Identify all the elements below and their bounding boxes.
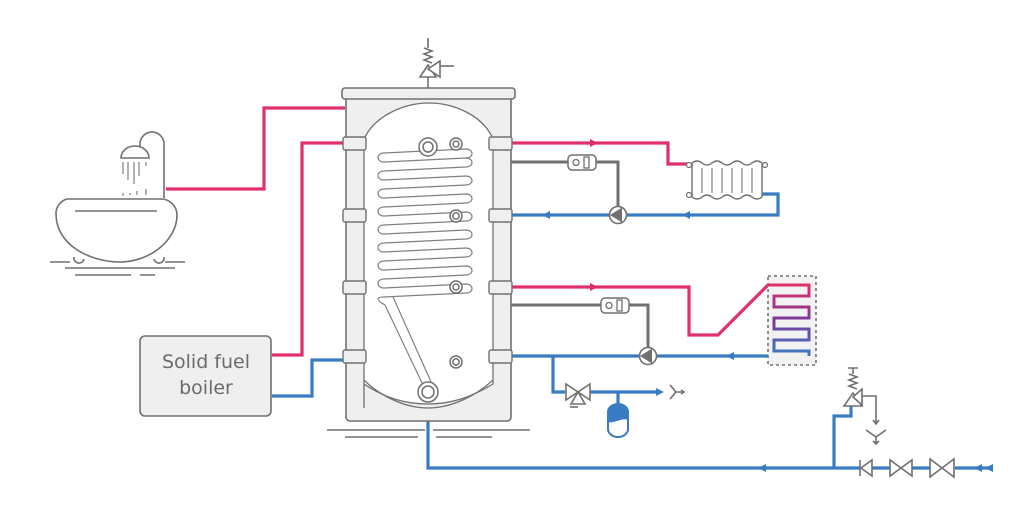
cold-pipe-boiler <box>272 358 345 398</box>
arrow-left-icon <box>985 464 993 472</box>
arrow-left-icon <box>974 464 982 472</box>
floor-thermostat-icon <box>600 297 630 314</box>
hot-pipe-boiler <box>272 141 345 357</box>
radiator-pump-icon <box>608 205 628 225</box>
cold-pipe-expansion-branch <box>551 356 660 394</box>
floor-pump-icon <box>638 346 658 366</box>
arrow-left-icon <box>542 211 550 219</box>
shutoff-valve-1-icon <box>889 458 913 478</box>
cold-pipe-supply <box>426 412 990 470</box>
floor-heating-icon <box>767 275 817 366</box>
three-way-valve-icon <box>565 382 591 408</box>
bathtub-icon <box>50 131 185 276</box>
expansion-vessel-icon <box>607 403 629 438</box>
flow-arrows <box>542 139 993 472</box>
arrow-right-icon <box>656 388 664 396</box>
cold-pipe-radiator <box>512 192 780 217</box>
radiator-thermostat-icon <box>567 154 597 171</box>
cold-pipe-inlet-valve-riser <box>832 406 853 468</box>
arrow-left-icon <box>682 211 690 219</box>
shutoff-valve-2-icon <box>929 457 955 479</box>
solid-fuel-boiler: Solid fuel boiler <box>139 335 272 417</box>
boiler-label-line2: boiler <box>179 377 233 399</box>
arrow-right-icon <box>590 139 598 147</box>
heating-coil <box>377 148 473 386</box>
arrow-left-icon <box>726 352 734 360</box>
radiator-icon <box>685 160 769 200</box>
inlet-safety-valve-icon <box>842 367 887 446</box>
arrow-left-icon <box>758 464 766 472</box>
check-valve-icon <box>859 458 873 478</box>
arrow-right-icon <box>590 283 598 291</box>
boiler-label-line1: Solid fuel <box>162 351 250 373</box>
tank-connectors <box>342 136 513 364</box>
hot-pipe-floor <box>512 283 770 337</box>
hot-pipe-bath <box>166 106 345 191</box>
tank-safety-valve-icon <box>418 38 454 88</box>
tank-ports <box>417 137 463 403</box>
drain-outlet-icon <box>669 384 686 400</box>
